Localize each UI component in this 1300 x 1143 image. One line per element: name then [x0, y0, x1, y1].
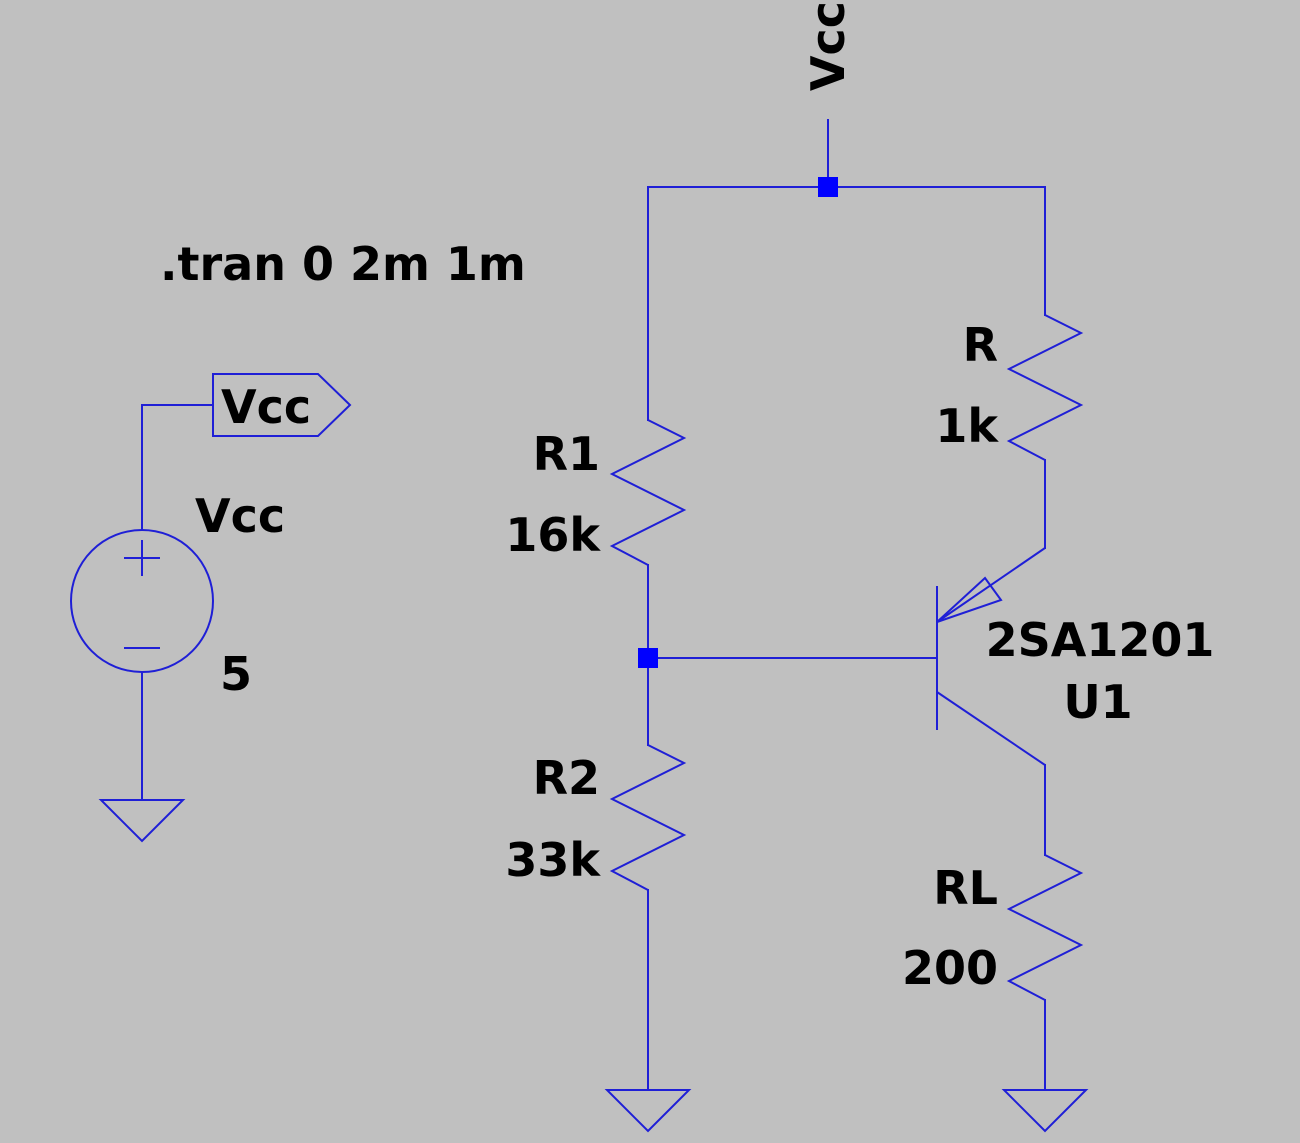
net-flag-vcc[interactable]	[212, 373, 352, 437]
resistor-r2-symbol[interactable]	[609, 744, 687, 891]
wire-source-top	[141, 404, 214, 531]
ground-rl-icon	[1001, 1089, 1089, 1133]
resistor-rl-value: 200	[902, 941, 998, 995]
wires	[141, 119, 1046, 1091]
junction-top-rail	[818, 177, 838, 197]
resistor-r-symbol[interactable]	[1006, 314, 1084, 461]
source-value: 5	[220, 647, 252, 701]
source-circle	[70, 529, 214, 673]
transistor-collector-lead	[936, 691, 1046, 766]
source-name: Vcc	[195, 489, 285, 543]
net-label-vcc-top[interactable]: Vcc	[801, 1, 855, 91]
net-flag-label: Vcc	[221, 380, 311, 434]
resistor-r2-value: 33k	[505, 833, 601, 887]
resistor-rl-symbol[interactable]	[1006, 854, 1084, 1001]
resistor-r1-value: 16k	[505, 508, 601, 562]
plus-sign-icon	[124, 540, 160, 576]
transistor-pnp-symbol[interactable]	[936, 547, 1046, 766]
junction-base-node	[638, 648, 658, 668]
resistor-r1-symbol[interactable]	[609, 419, 687, 566]
spice-directive[interactable]: .tran 0 2m 1m	[160, 237, 526, 291]
resistor-r-name: R	[963, 318, 998, 372]
transistor-emitter-arrow-icon	[936, 576, 1003, 623]
resistor-r1-name: R1	[533, 427, 600, 481]
transistor-model: 2SA1201	[986, 613, 1215, 667]
transistor-name: U1	[1063, 675, 1132, 729]
ground-source-icon	[98, 799, 186, 843]
resistor-r2-name: R2	[533, 751, 600, 805]
resistor-r-value: 1k	[935, 399, 999, 453]
ground-r2-icon	[604, 1089, 692, 1133]
voltage-source-symbol[interactable]	[70, 529, 214, 673]
resistor-rl-name: RL	[933, 861, 998, 915]
